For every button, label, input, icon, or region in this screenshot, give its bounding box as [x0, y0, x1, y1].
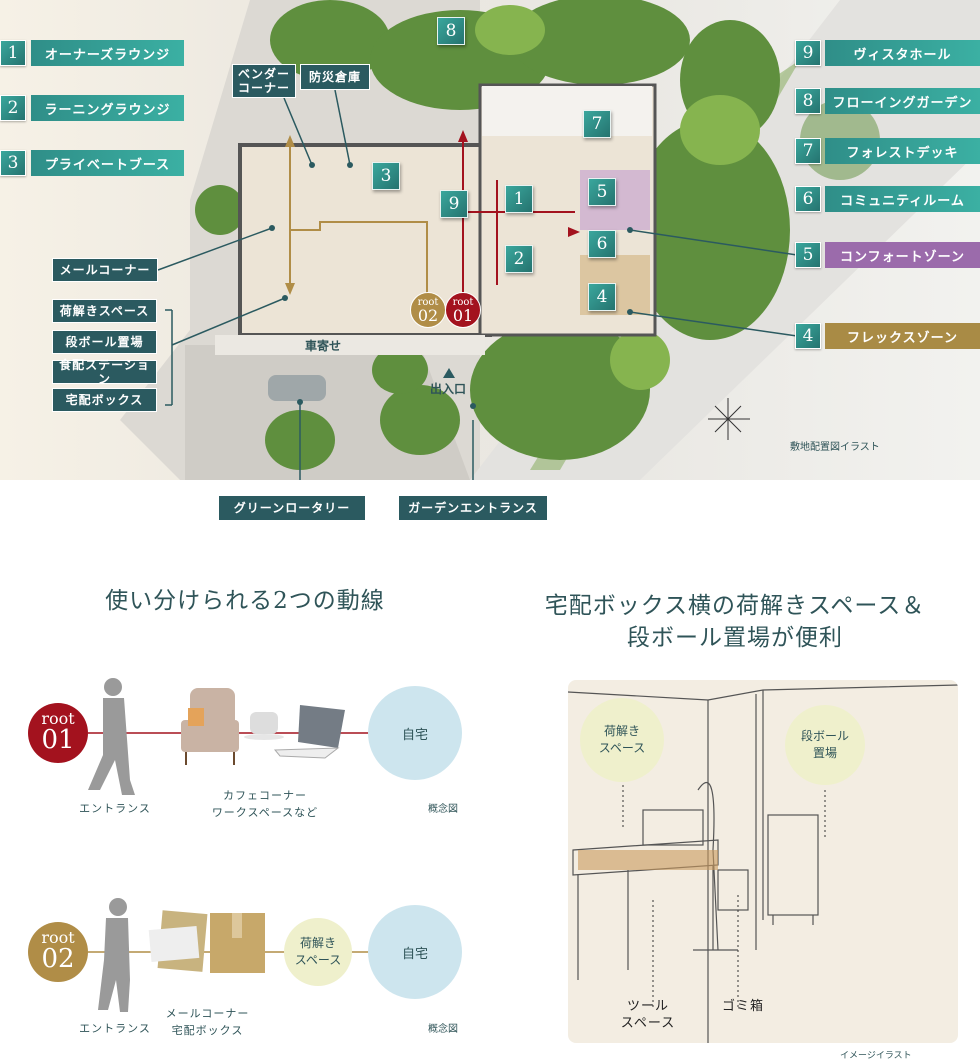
callout-unpack: 荷解きスペース [52, 299, 157, 323]
entrance-caption: エントランス [79, 802, 151, 815]
map-marker: 2 [505, 245, 533, 273]
legend-label: プライベートブース [31, 150, 184, 176]
legend-number: 4 [795, 323, 821, 349]
map-marker: 3 [372, 162, 400, 190]
legend-label: ラーニングラウンジ [31, 95, 184, 121]
porch-label: 車寄せ [305, 339, 342, 353]
map-marker: 1 [505, 185, 533, 213]
tool-space-label: ツール スペース [620, 999, 676, 1031]
map-marker: 5 [588, 178, 616, 206]
entrance-label: 出入口 [430, 382, 467, 396]
unpack-circle: 荷解き スペース [284, 918, 352, 986]
middle-caption: メールコーナー 宅配ボックス [165, 1007, 250, 1037]
root-number: 02 [41, 944, 75, 974]
legend-number: 7 [795, 138, 821, 164]
map-marker: 9 [440, 190, 468, 218]
sketch-illustration [568, 684, 958, 1043]
legend-number: 9 [795, 40, 821, 66]
middle-caption: カフェコーナー ワークスペースなど [211, 789, 319, 819]
cardboard-circle: 段ボール 置場 [785, 705, 865, 785]
entrance-caption: エントランス [79, 1022, 151, 1035]
home-circle: 自宅 [368, 905, 462, 999]
legend-label: コンフォートゾーン [825, 242, 980, 268]
site-plan-caption: 敷地配置図イラスト [790, 442, 880, 453]
root-word: root [417, 297, 439, 308]
letter-icon [148, 910, 208, 972]
root-word: root [452, 297, 474, 308]
delivery-title-1: 宅配ボックス横の荷解きスペース＆ [544, 593, 926, 619]
legend-label: ヴィスタホール [825, 40, 980, 66]
map-marker: 8 [437, 17, 465, 45]
map-marker: 7 [583, 110, 611, 138]
root-number: 01 [41, 725, 75, 755]
map-marker: 4 [588, 283, 616, 311]
legend-number: 1 [0, 40, 26, 66]
callout-delivery: 宅配ボックス [52, 388, 157, 412]
delivery-title-2: 段ボール置場が便利 [627, 625, 843, 651]
routes-title: 使い分けられる2つの動線 [105, 588, 385, 614]
trash-label: ゴミ箱 [721, 999, 764, 1014]
root-number: 02 [417, 306, 439, 325]
callout-mail: メールコーナー [52, 258, 158, 282]
legend-number: 8 [795, 88, 821, 114]
legend-number: 2 [0, 95, 26, 121]
compass-icon [708, 398, 750, 440]
callout-garden-entrance: ガーデンエントランス [398, 495, 548, 521]
site-plan: 1 オーナーズラウンジ 2 ラーニングラウンジ 3 プライベートブース 9 ヴィ… [0, 0, 980, 480]
coffee-cup-icon [244, 712, 284, 740]
delivery-illustration: 荷解き スペース 段ボール 置場 ツール スペース ゴミ箱 [568, 680, 958, 1043]
callout-cardboard: 段ボール置場 [52, 330, 157, 354]
root-word: root [41, 709, 75, 728]
concept-note: 概念図 [428, 1024, 458, 1035]
legend-label: フローイングガーデン [825, 88, 980, 114]
laptop-icon [273, 705, 345, 759]
callout-food: 食配ステーション [52, 358, 157, 386]
legend-number: 3 [0, 150, 26, 176]
callout-rotary: グリーンロータリー [218, 495, 366, 521]
cardboard-box-icon [210, 913, 265, 973]
legend-number: 6 [795, 186, 821, 212]
callout-storage: 防災倉庫 [300, 64, 370, 90]
legend-label: オーナーズラウンジ [31, 40, 184, 66]
legend-label: フレックスゾーン [825, 323, 980, 349]
root-word: root [41, 928, 75, 947]
legend-label: コミュニティルーム [825, 186, 980, 212]
person-icon [98, 898, 130, 1012]
unpack-space-circle: 荷解き スペース [580, 698, 664, 782]
person-icon [88, 678, 135, 795]
root-number: 01 [452, 306, 474, 325]
map-marker: 6 [588, 230, 616, 258]
legend-number: 5 [795, 242, 821, 268]
armchair-icon [181, 688, 239, 765]
image-caption: イメージイラスト [840, 1051, 912, 1061]
callout-vendor: ベンダー コーナー [232, 64, 296, 98]
legend-label: フォレストデッキ [825, 138, 980, 164]
home-circle: 自宅 [368, 686, 462, 780]
routes-illustration [88, 678, 389, 1012]
concept-note: 概念図 [428, 804, 458, 815]
